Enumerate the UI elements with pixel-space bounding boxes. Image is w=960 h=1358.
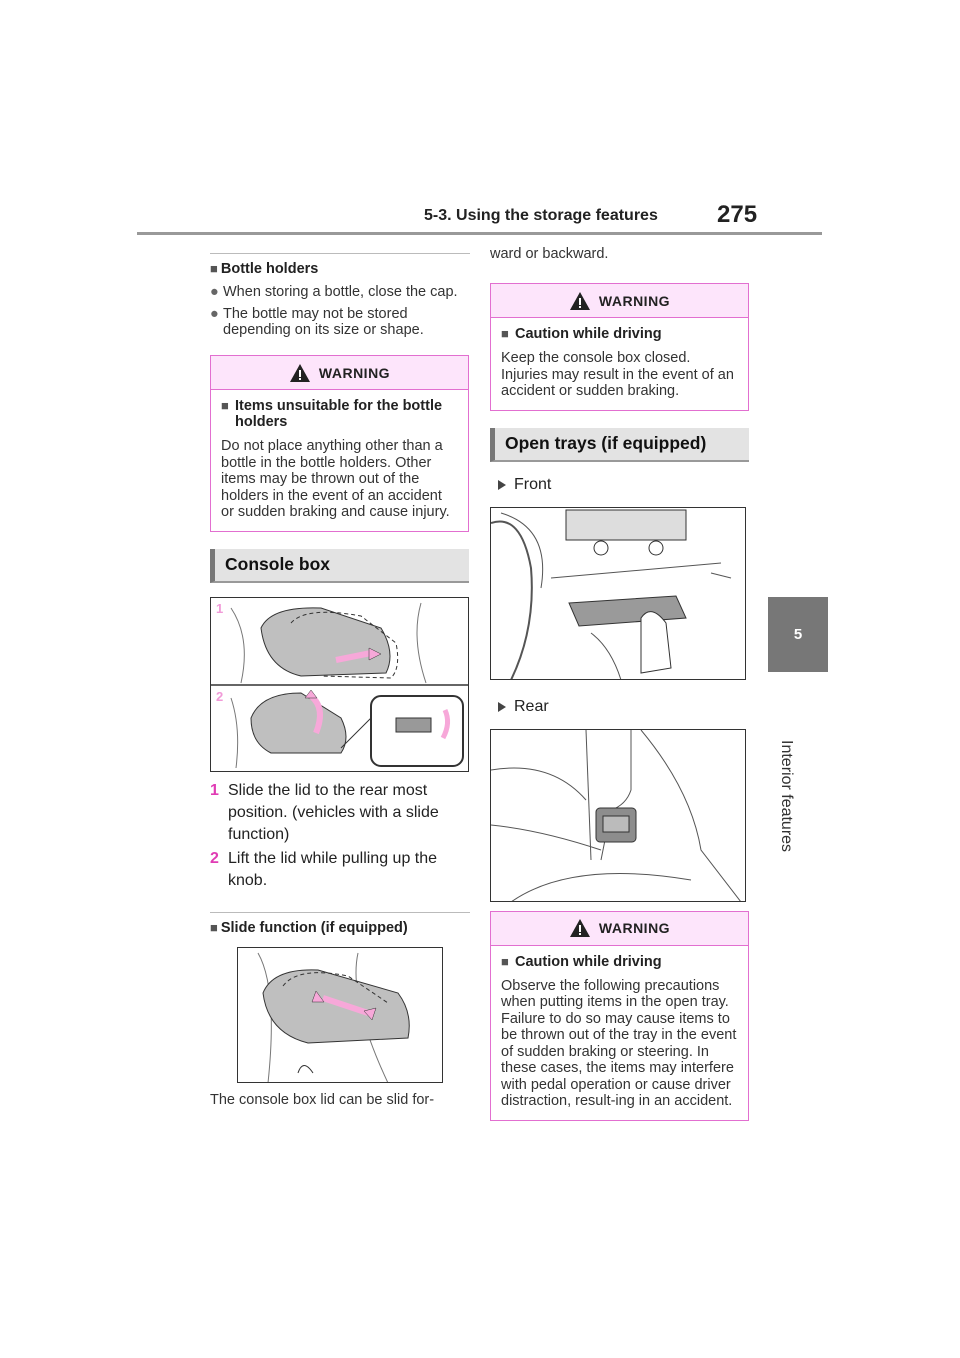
square-bullet-icon: ■ — [221, 398, 229, 413]
chapter-number: 5 — [793, 626, 803, 643]
section-title: 5-3. Using the storage features — [424, 207, 658, 224]
right-column: ward or backward. WARNING ■Caution while… — [490, 240, 752, 1121]
console-step-1: 1 Slide the lid to the rear most positio… — [210, 781, 439, 843]
slide-function-heading: ■Slide function (if equipped) — [210, 919, 408, 936]
warning-subheading: ■Caution while driving — [501, 953, 662, 970]
front-tray-illustration — [490, 506, 746, 680]
warning-label: WARNING — [598, 292, 671, 309]
front-tray-drawing — [491, 509, 732, 679]
triangle-bullet-icon — [498, 701, 506, 712]
warning-text: Keep the console box closed. Injuries ma… — [501, 350, 734, 399]
rear-tray-drawing — [491, 729, 741, 901]
warning-text: Observe the following precautions when p… — [501, 977, 737, 1110]
warning-triangle-icon — [289, 363, 310, 382]
circle-bullet-icon: ● — [210, 284, 219, 300]
warning-box-trays: WARNING ■Caution while driving Observe t… — [490, 910, 749, 1121]
console-step-2: 2 Lift the lid while pulling up the knob… — [210, 849, 438, 889]
warning-triangle-icon — [569, 291, 590, 310]
bottle-holders-heading: ■Bottle holders — [210, 261, 319, 277]
warning-subheading: ■Caution while driving — [501, 326, 662, 342]
header-divider — [137, 232, 822, 235]
rear-label: Rear — [498, 698, 752, 716]
warning-box-bottle: WARNING ■Items unsuitable for the bottle… — [210, 355, 469, 532]
square-bullet-icon: ■ — [210, 919, 218, 935]
warning-label: WARNING — [318, 364, 391, 381]
chapter-tab: 5 — [768, 597, 828, 672]
warning-label: WARNING — [598, 920, 671, 936]
continuation-text: ward or backward. — [490, 246, 609, 262]
list-item: ● The bottle may not be stored depending… — [210, 306, 424, 338]
warning-text: Do not place anything other than a bottl… — [221, 438, 450, 520]
section-divider — [210, 911, 470, 913]
circle-bullet-icon: ● — [210, 306, 219, 322]
triangle-bullet-icon — [498, 479, 506, 490]
warning-header: WARNING — [491, 911, 748, 946]
slide-function-illustration — [237, 946, 443, 1083]
slide-function-drawing — [257, 952, 410, 1082]
page-number: 275 — [717, 201, 758, 228]
list-item: ● When storing a bottle, close the cap. — [210, 284, 458, 300]
warning-box-console: WARNING ■Caution while driving Keep the … — [490, 283, 749, 411]
section-divider — [210, 253, 470, 254]
square-bullet-icon: ■ — [501, 326, 509, 341]
figure-label-1: 1 — [216, 601, 223, 616]
figure-label-2: 2 — [216, 689, 223, 704]
slide-function-text: The console box lid can be slid for- — [210, 1091, 435, 1108]
console-box-illustration: 1 2 — [210, 596, 469, 772]
rear-tray-illustration — [490, 728, 746, 902]
square-bullet-icon: ■ — [501, 953, 509, 969]
front-label: Front — [498, 476, 752, 494]
page-header: 5-3. Using the storage features 275 — [0, 0, 960, 240]
warning-header: WARNING — [211, 356, 468, 390]
warning-header: WARNING — [491, 284, 748, 318]
console-box-heading: Console box — [210, 548, 469, 583]
console-box-drawing: 1 2 — [211, 601, 468, 768]
chapter-label: Interior features — [778, 740, 795, 853]
square-bullet-icon: ■ — [210, 261, 218, 276]
left-column: ■Bottle holders ● When storing a bottle,… — [210, 240, 470, 1109]
open-trays-heading: Open trays (if equipped) — [490, 427, 749, 462]
warning-subheading: ■Items unsuitable for the bottle holders — [221, 398, 443, 430]
warning-triangle-icon — [569, 919, 590, 937]
